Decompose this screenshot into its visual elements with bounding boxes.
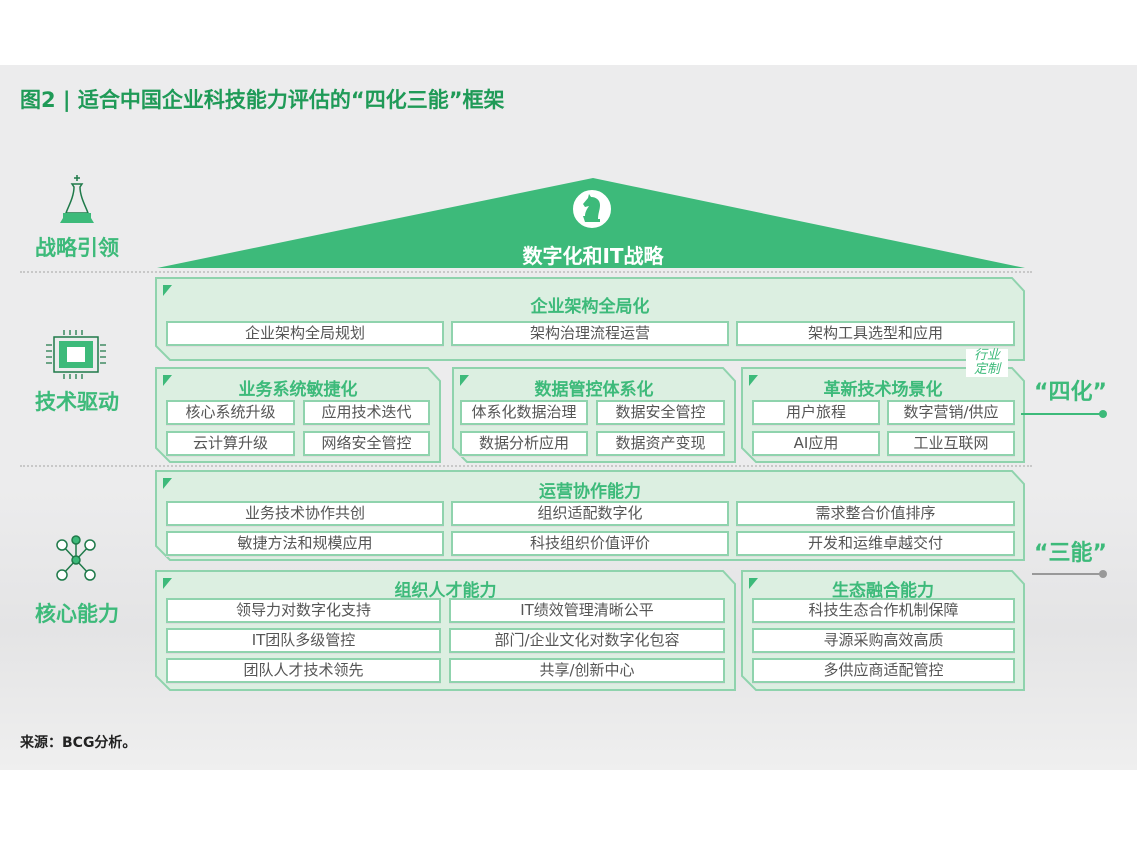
corner-flags <box>163 285 758 589</box>
tag-line2: 定制 <box>973 362 1000 377</box>
divider-strategy <box>20 271 1032 273</box>
item: 寻源采购高效高质 <box>752 628 1015 653</box>
item: 领导力对数字化支持 <box>166 598 441 623</box>
item: 团队人才技术领先 <box>166 658 441 683</box>
sihua-dot <box>1099 410 1107 418</box>
item: 科技生态合作机制保障 <box>752 598 1015 623</box>
side-label-tech: 技术驱动 <box>35 390 119 414</box>
figure-title: 图2 | 适合中国企业科技能力评估的“四化三能”框架 <box>20 88 505 112</box>
item: 体系化数据治理 <box>460 400 588 425</box>
item: 开发和运维卓越交付 <box>736 531 1015 556</box>
item: 多供应商适配管控 <box>752 658 1015 683</box>
tag-line1: 行业 <box>973 348 1000 363</box>
knight-chess-icon <box>583 194 600 222</box>
item: 数据安全管控 <box>596 400 725 425</box>
side-label-core: 核心能力 <box>35 602 119 626</box>
item: 架构治理流程运营 <box>451 321 729 346</box>
side-label-strategy: 战略引领 <box>35 236 119 260</box>
roof-label: 数字化和IT战略 <box>522 244 664 268</box>
divider-tech <box>20 465 1032 467</box>
source-note: 来源：BCG分析。 <box>20 735 137 751</box>
item: 科技组织价值评价 <box>451 531 729 556</box>
quote-sihua: “四化” <box>1034 380 1107 405</box>
item: 组织适配数字化 <box>451 501 729 526</box>
item: 架构工具选型和应用 <box>736 321 1015 346</box>
item: 业务技术协作共创 <box>166 501 444 526</box>
item: 用户旅程 <box>752 400 880 425</box>
sihua-line <box>1021 413 1103 415</box>
item: 数字营销/供应 <box>887 400 1015 425</box>
item: 敏捷方法和规模应用 <box>166 531 444 556</box>
box-title-talent: 组织人才能力 <box>394 581 497 601</box>
quote-sanneng: “三能” <box>1034 541 1107 566</box>
network-nodes-icon <box>56 535 96 581</box>
chip-icon <box>46 330 106 379</box>
sanneng-dot <box>1099 570 1107 578</box>
item: 部门/企业文化对数字化包容 <box>449 628 725 653</box>
item: IT绩效管理清晰公平 <box>449 598 725 623</box>
sanneng-line <box>1032 573 1102 575</box>
item: 需求整合价值排序 <box>736 501 1015 526</box>
item: IT团队多级管控 <box>166 628 441 653</box>
box-title-data: 数据管控体系化 <box>534 380 654 400</box>
box-title-eco: 生态融合能力 <box>832 581 934 601</box>
item: 数据资产变现 <box>596 431 725 456</box>
box-title-arch: 企业架构全局化 <box>530 297 650 317</box>
box-arch-shape <box>155 277 1025 361</box>
box-title-ops: 运营协作能力 <box>539 482 641 502</box>
item: 企业架构全局规划 <box>166 321 444 346</box>
item: 应用技术迭代 <box>303 400 430 425</box>
box-title-biz: 业务系统敏捷化 <box>238 380 358 400</box>
industry-custom-tag: 行业定制 <box>966 349 1008 377</box>
item: 共享/创新中心 <box>449 658 725 683</box>
box-title-innov: 革新技术场景化 <box>823 380 943 400</box>
item: 云计算升级 <box>166 431 295 456</box>
item: 工业互联网 <box>887 431 1015 456</box>
item: AI应用 <box>752 431 880 456</box>
king-chess-icon <box>60 175 94 223</box>
item: 数据分析应用 <box>460 431 588 456</box>
item: 网络安全管控 <box>303 431 430 456</box>
item: 核心系统升级 <box>166 400 295 425</box>
